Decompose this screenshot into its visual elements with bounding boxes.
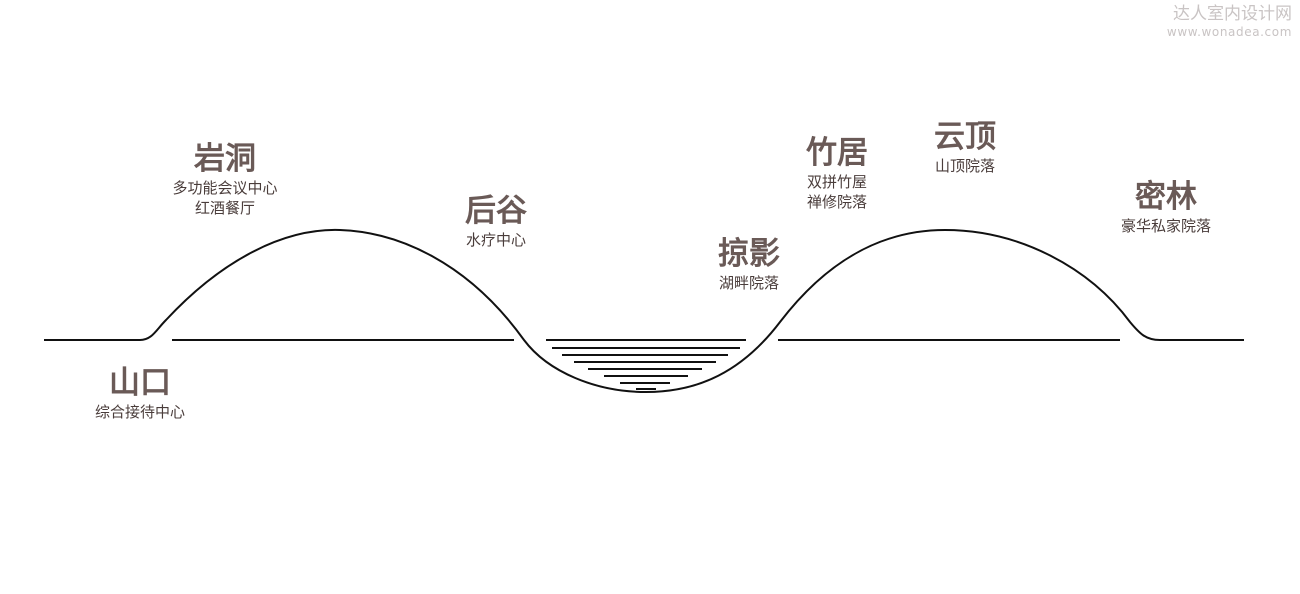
watermark: 达人室内设计网 www.wonadea.com bbox=[1167, 3, 1292, 39]
lake-water-lines bbox=[546, 339, 746, 390]
watermark-name: 达人室内设计网 bbox=[1173, 4, 1292, 24]
label-yunding: 云顶 山顶院落 bbox=[905, 118, 1025, 176]
label-line: 综合接待中心 bbox=[94, 403, 185, 421]
label-title: 岩洞 bbox=[194, 141, 256, 177]
label-title: 掠影 bbox=[718, 236, 780, 272]
label-title: 山口 bbox=[109, 365, 171, 401]
label-title: 竹居 bbox=[806, 135, 868, 171]
label-milin: 密林 豪华私家院落 bbox=[1096, 178, 1236, 236]
label-zhuju: 竹居 双拼竹屋 禅修院落 bbox=[777, 134, 897, 212]
label-line: 山顶院落 bbox=[934, 157, 995, 175]
label-lueying: 掠影 湖畔院落 bbox=[689, 235, 809, 293]
label-yandong: 岩洞 多功能会议中心 红酒餐厅 bbox=[150, 140, 300, 218]
label-title: 后谷 bbox=[465, 193, 527, 229]
label-line: 豪华私家院落 bbox=[1120, 217, 1211, 235]
label-title: 密林 bbox=[1135, 179, 1197, 215]
watermark-url: www.wonadea.com bbox=[1166, 25, 1292, 39]
label-line: 红酒餐厅 bbox=[194, 199, 255, 217]
terrain-profile-line bbox=[44, 228, 1244, 394]
label-line: 水疗中心 bbox=[465, 231, 526, 249]
label-line: 双拼竹屋 bbox=[806, 173, 867, 191]
label-line: 禅修院落 bbox=[806, 193, 867, 211]
label-title: 云顶 bbox=[934, 119, 996, 155]
label-line: 多功能会议中心 bbox=[172, 179, 278, 197]
label-shankou: 山口 综合接待中心 bbox=[62, 364, 218, 422]
label-line: 湖畔院落 bbox=[718, 274, 779, 292]
label-hougu: 后谷 水疗中心 bbox=[436, 192, 556, 250]
